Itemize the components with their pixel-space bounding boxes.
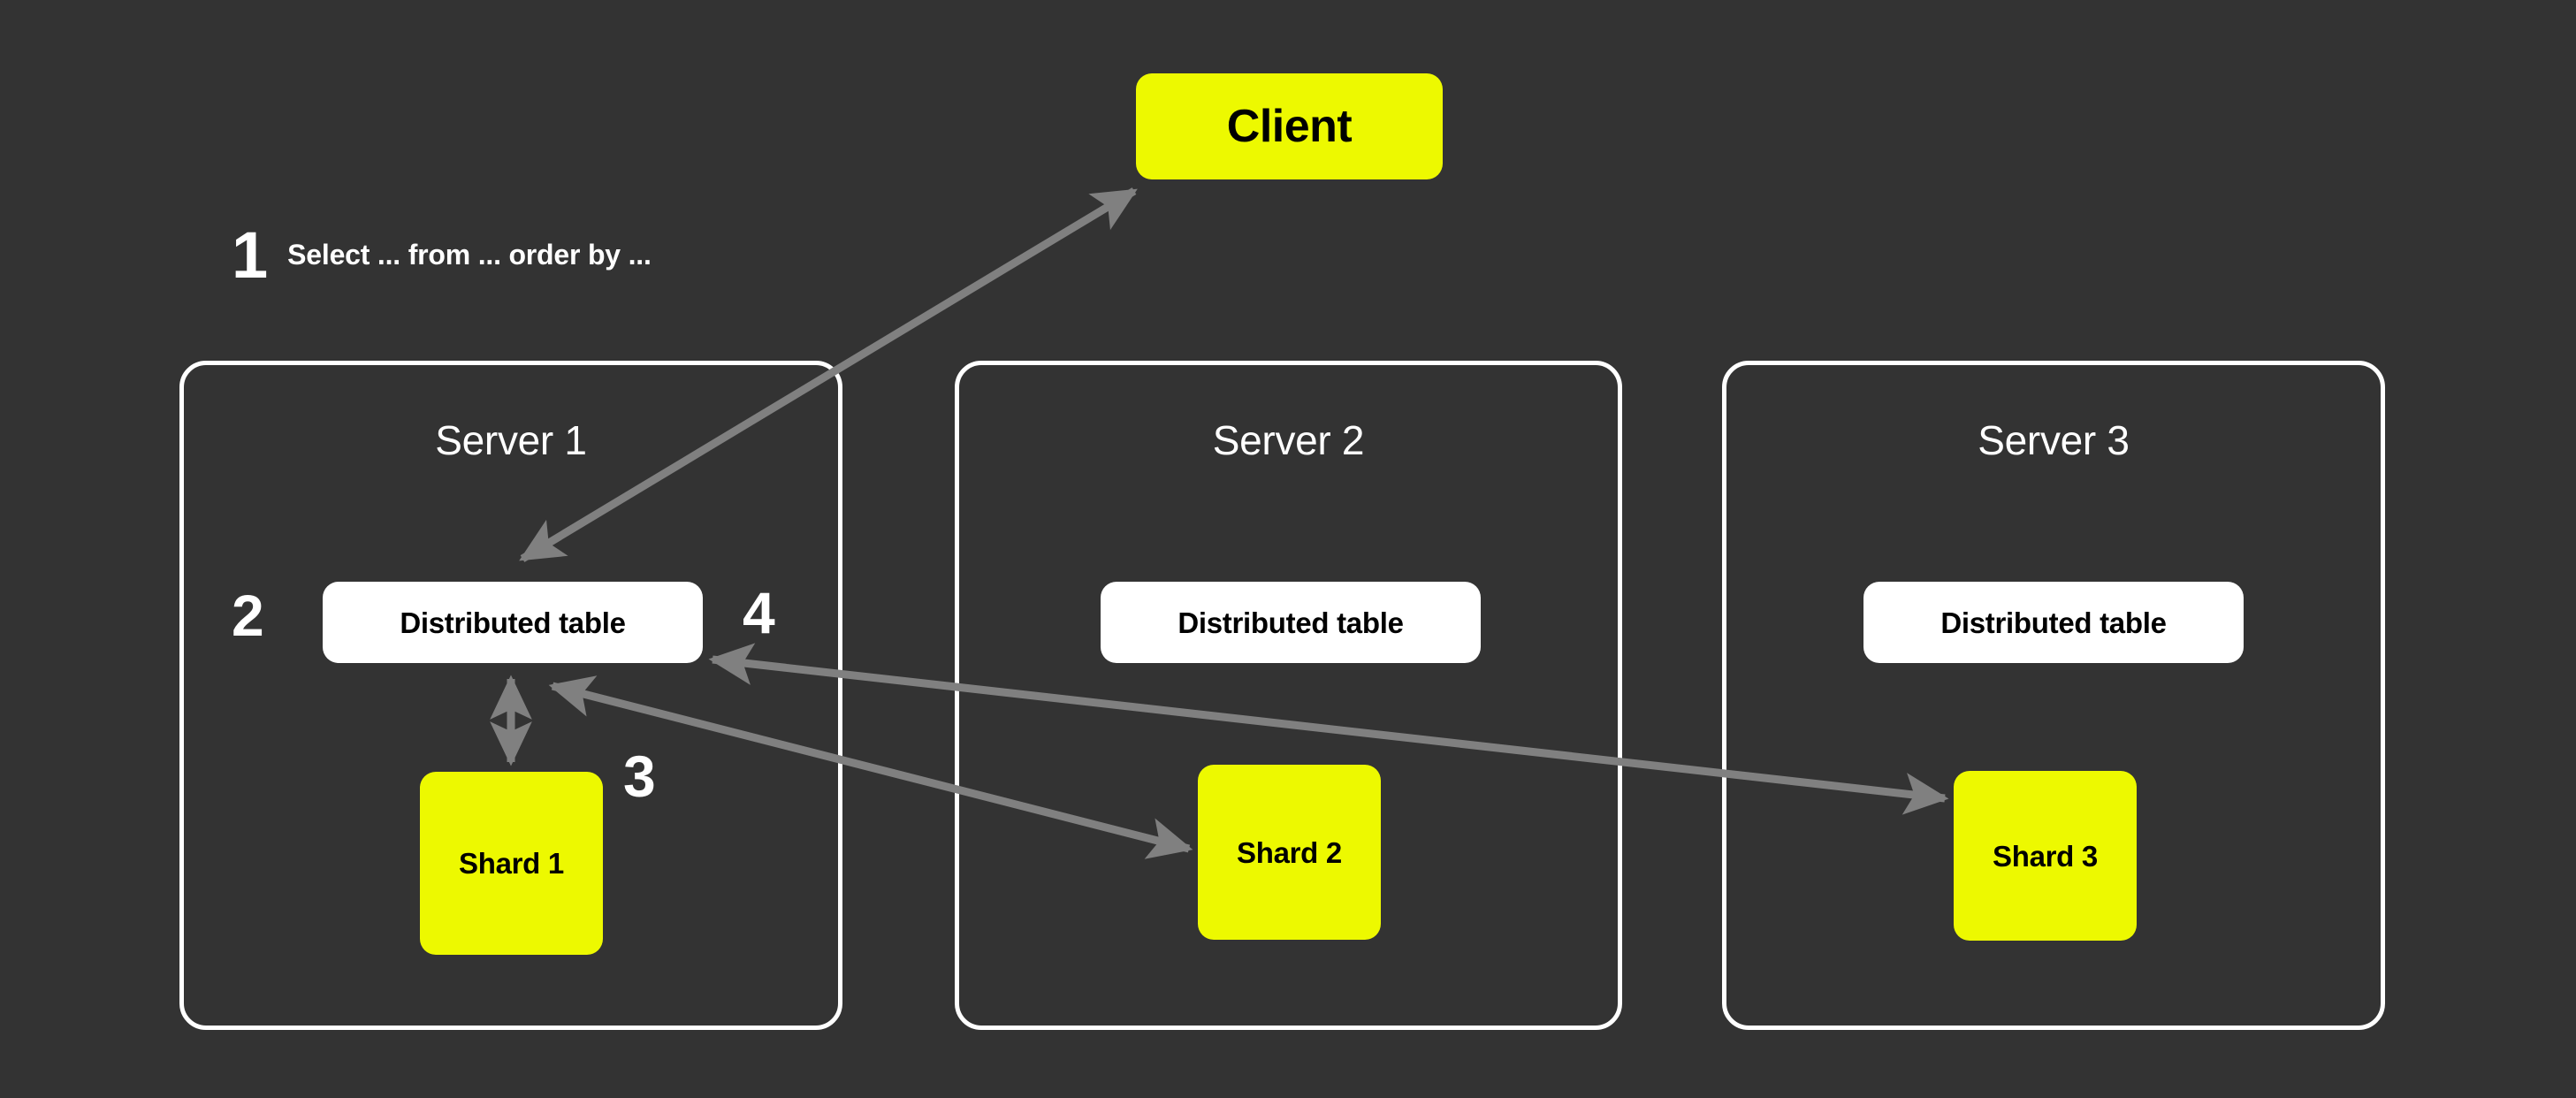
step-1-caption: 1 Select ... from ... order by ...: [232, 223, 652, 288]
distributed-table-server-2[interactable]: Distributed table: [1101, 582, 1481, 663]
shard-node-2[interactable]: Shard 2: [1198, 765, 1381, 940]
shard-node-1[interactable]: Shard 1: [420, 772, 603, 955]
distributed-table-server-3-label: Distributed table: [1940, 606, 2167, 639]
distributed-table-server-1-label: Distributed table: [400, 606, 626, 639]
distributed-table-server-1[interactable]: Distributed table: [323, 582, 703, 663]
server-1-title: Server 1: [435, 417, 587, 463]
shard-node-2-label: Shard 2: [1237, 835, 1342, 869]
step-number-4: 4: [743, 580, 775, 645]
step-number-2: 2: [232, 583, 264, 648]
server-2-title: Server 2: [1212, 417, 1365, 463]
step-1-query-text: Select ... from ... order by ...: [287, 239, 652, 271]
step-number-1: 1: [232, 218, 269, 292]
server-3-title: Server 3: [1978, 417, 2130, 463]
shard-node-3[interactable]: Shard 3: [1954, 771, 2137, 941]
distributed-table-server-3[interactable]: Distributed table: [1863, 582, 2244, 663]
client-node[interactable]: Client: [1136, 73, 1443, 179]
distributed-table-server-2-label: Distributed table: [1177, 606, 1404, 639]
step-number-3: 3: [623, 743, 656, 809]
shard-node-1-label: Shard 1: [459, 847, 564, 880]
shard-node-3-label: Shard 3: [1993, 839, 2098, 873]
client-node-label: Client: [1226, 101, 1353, 152]
